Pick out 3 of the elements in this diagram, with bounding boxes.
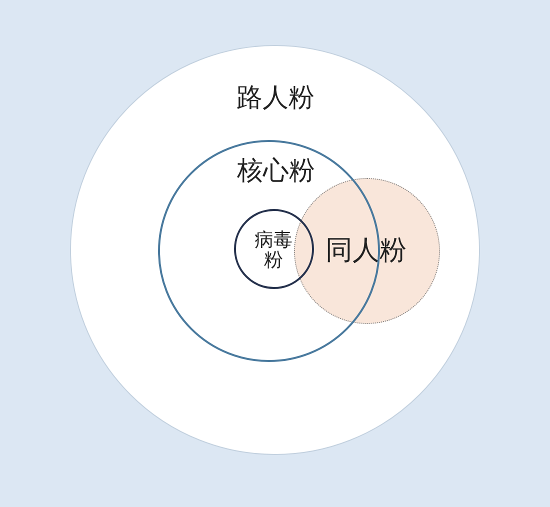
circle-label: 核心粉 [237,157,315,187]
circle-label: 路人粉 [236,84,314,114]
circle-label: 病毒粉 [254,230,294,270]
